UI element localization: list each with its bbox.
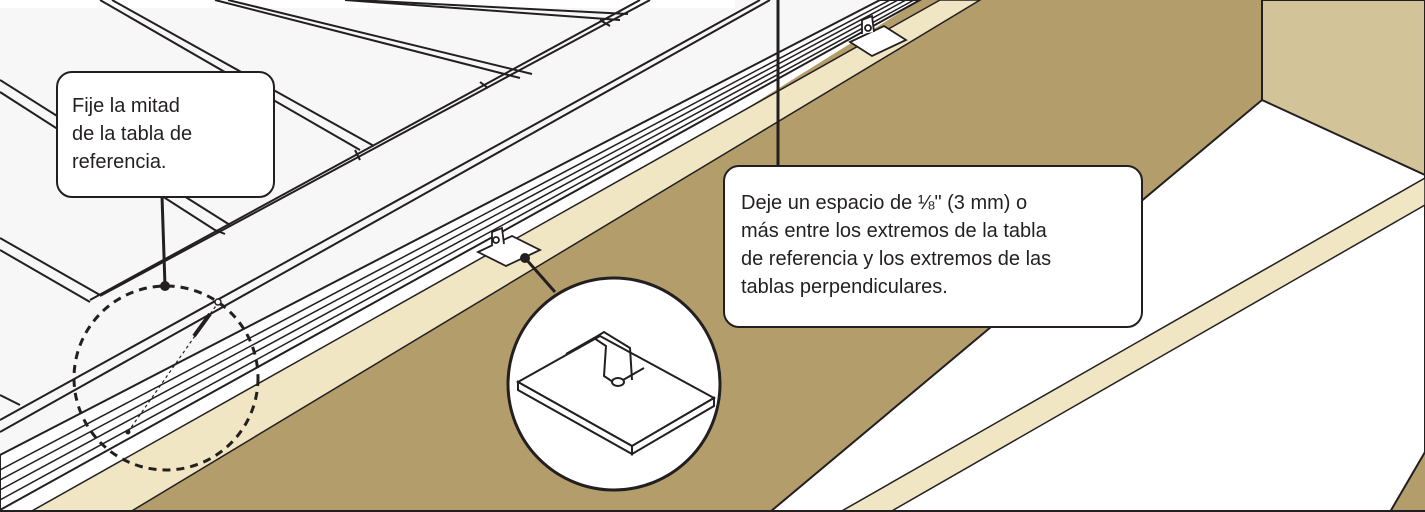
callout-right-line-4: tablas perpendiculares. [741,276,948,298]
leader-line-clip [523,257,557,293]
callout-left-line-3: referencia. [72,151,167,173]
callout-right-line-2: más entre los extremos de la tabla [741,220,1047,242]
callout-fix-board-middle: Fije la mitad de la tabla de referencia. [56,71,275,198]
nail-icon [72,284,260,472]
fastening-clip-icon [475,226,543,268]
callout-right-line-3: de referencia y los extremos de las [741,248,1052,270]
white-top-strip [0,0,735,8]
callout-left-line-2: de la tabla de [72,123,193,145]
magnifier-circle-icon [506,276,722,492]
reference-board [0,0,923,512]
trough-cream-band [838,177,1425,512]
ceiling-panel-seams [0,0,771,433]
callout-left-line-1: Fije la mitad [72,95,180,117]
callout-right-line-1: Deje un espacio de ⅛" (3 mm) o [741,192,1028,214]
callout-leave-gap: Deje un espacio de ⅛" (3 mm) o más entre… [723,165,1143,328]
leader-dot-left [160,281,170,291]
fastening-clip-icon [848,14,908,58]
leader-line-left [160,195,167,287]
